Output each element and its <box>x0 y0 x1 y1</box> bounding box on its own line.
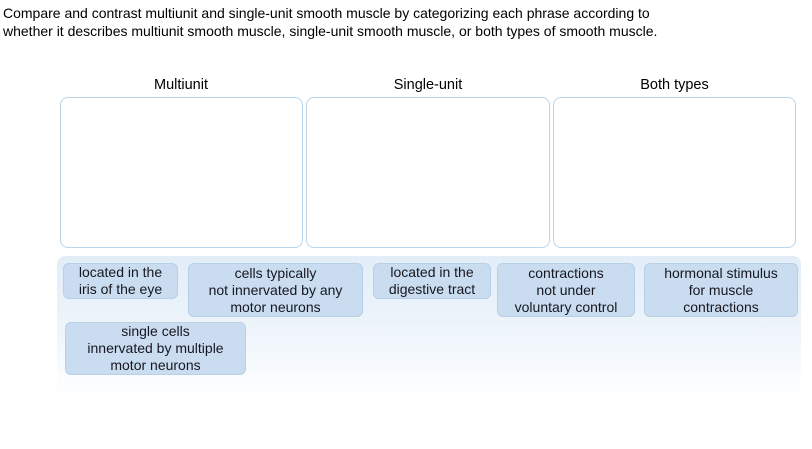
phrase-chip-single-cells-multiple-neurons[interactable]: single cells innervated by multiple moto… <box>65 322 246 375</box>
phrase-chip-hormonal-stimulus[interactable]: hormonal stimulus for muscle contraction… <box>644 263 798 317</box>
dropzone-both-types[interactable] <box>553 97 796 248</box>
phrase-chip-involuntary-contractions[interactable]: contractions not under voluntary control <box>497 263 635 317</box>
phrase-chip-not-innervated[interactable]: cells typically not innervated by any mo… <box>188 263 363 317</box>
phrase-chip-iris-of-eye[interactable]: located in the iris of the eye <box>63 263 178 299</box>
column-header-multiunit: Multiunit <box>154 77 208 93</box>
dropzone-multiunit[interactable] <box>60 97 303 248</box>
dropzone-single-unit[interactable] <box>306 97 550 248</box>
instructions-text: Compare and contrast multiunit and singl… <box>3 5 658 39</box>
column-header-both-types: Both types <box>640 77 709 93</box>
phrase-chip-digestive-tract[interactable]: located in the digestive tract <box>373 263 491 299</box>
column-header-single-unit: Single-unit <box>393 77 463 93</box>
